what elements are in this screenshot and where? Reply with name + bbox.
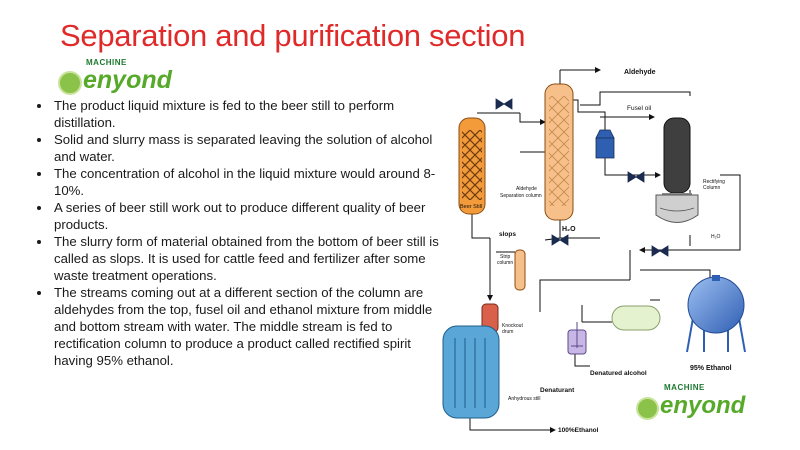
- company-logo: MACHINE enyond: [58, 58, 172, 95]
- denatured-tank-vessel: [611, 305, 661, 331]
- anhydrous-still-label: Anhydrous still: [508, 396, 541, 402]
- denaturant-line: [574, 354, 590, 367]
- rectifier-product-line: [639, 174, 741, 253]
- valves: [495, 98, 669, 257]
- logo-machine-text: MACHINE: [86, 58, 127, 67]
- page-title: Separation and purification section: [60, 18, 526, 53]
- fusel-oil-line: [580, 91, 691, 106]
- valve-icon: [651, 245, 669, 257]
- bullet-item: A series of beer still work out to produ…: [52, 199, 444, 233]
- logo-brand-text: enyond: [83, 66, 172, 94]
- bullet-item: The concentration of alcohol in the liqu…: [52, 165, 444, 199]
- beer-still-vessel: [458, 117, 486, 215]
- h2o-label: H₂O: [562, 226, 576, 233]
- beer-still-label: Beer Still: [460, 204, 482, 210]
- anhydrous-still-vessel: [442, 325, 500, 419]
- h2o-small-label: H₂O: [711, 234, 721, 240]
- valve-icon: [627, 171, 645, 183]
- rectifying-label-2: Column: [703, 185, 720, 191]
- logo-machine-text: MACHINE: [664, 383, 705, 392]
- slops-label: slops: [499, 231, 516, 238]
- denaturant-label: Denaturant: [540, 387, 575, 394]
- rectifier-feed-line: [604, 157, 661, 178]
- rectifying-column: [655, 117, 699, 223]
- company-logo-bottom: MACHINE enyond: [636, 383, 746, 420]
- bullet-item: Solid and slurry mass is separated leavi…: [52, 131, 444, 165]
- valve-icon: [551, 234, 569, 246]
- denatured-alcohol-label: Denatured alcohol: [590, 370, 647, 377]
- aldehyde-separation-column: [544, 83, 574, 221]
- knockout-label-2: drum: [502, 329, 513, 335]
- logo-brand-text: enyond: [660, 392, 746, 419]
- strip-column-vessel: [514, 249, 526, 291]
- bullet-list: The product liquid mixture is fed to the…: [26, 97, 444, 369]
- rectifying-label-1: Rectifying: [703, 179, 725, 185]
- valve-icon: [495, 98, 513, 110]
- ethanol-storage-sphere: [686, 275, 746, 353]
- process-flow-diagram: Beer Still Aldehyde Separation column Re…: [442, 67, 746, 434]
- bullet-item: The streams coming out at a different se…: [52, 284, 444, 369]
- gear-icon: [58, 71, 82, 95]
- strip-label-2: column: [497, 260, 513, 266]
- aldehyde-label: Aldehyde: [624, 69, 656, 76]
- slops-line: [471, 213, 490, 239]
- bullet-item: The product liquid mixture is fed to the…: [52, 97, 444, 131]
- mixer-vessel: [567, 322, 587, 355]
- aldehyde-separation-label-1: Aldehyde: [516, 186, 537, 192]
- strip-label-1: Strip: [500, 254, 511, 260]
- condenser-vessel: [595, 129, 615, 159]
- ethanol-100-label: 100%Ethanol: [558, 427, 599, 434]
- bullet-item: The slurry form of material obtained fro…: [52, 233, 444, 284]
- fusel-oil-label: Fusel oil: [627, 105, 652, 112]
- ethanol-95-label: 95% Ethanol: [690, 365, 732, 372]
- knockout-label-1: Knockout: [502, 323, 523, 329]
- ethanol-100-line: [469, 418, 556, 433]
- gear-icon: [636, 397, 659, 420]
- aldehyde-separation-label-2: Separation column: [500, 193, 542, 199]
